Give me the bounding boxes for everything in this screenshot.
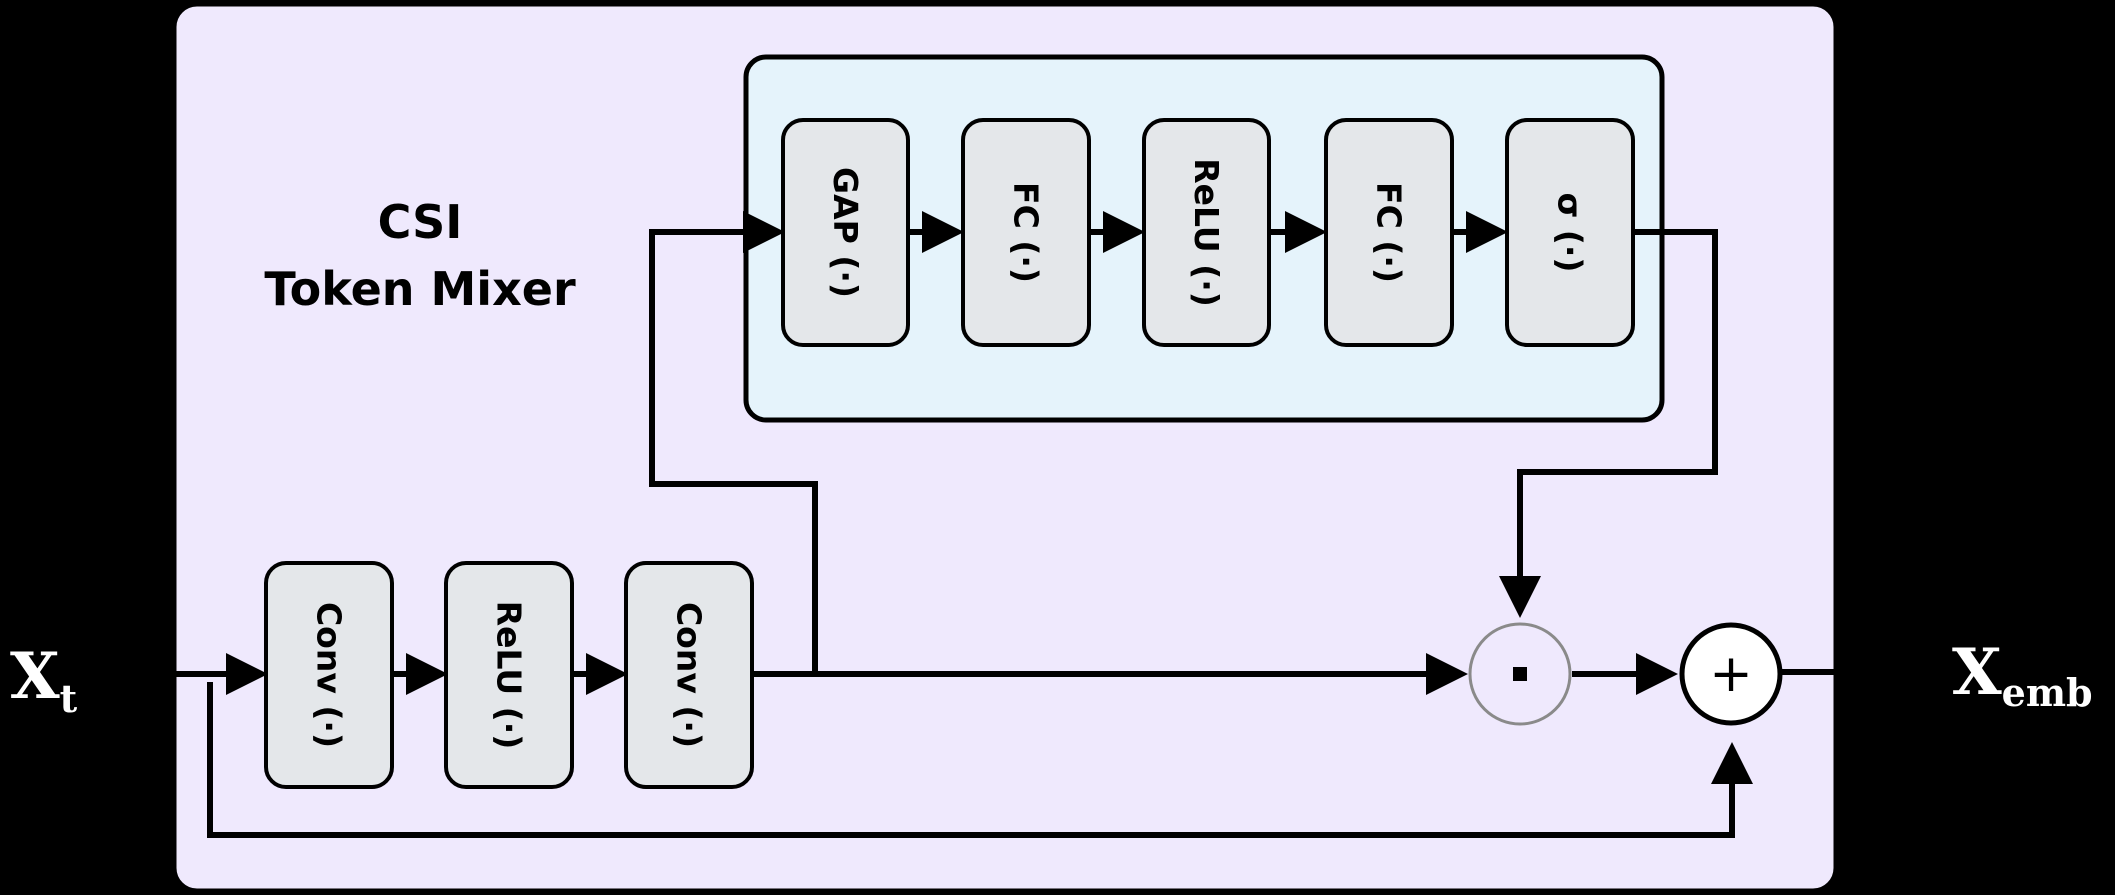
- wire-skip-connection: [207, 682, 1753, 838]
- block-fc1-label: FC (·): [1007, 182, 1046, 283]
- input-label: Xt: [10, 639, 78, 721]
- output-label: Xemb: [1952, 635, 2093, 715]
- wire-branch-to-gap: [649, 211, 818, 674]
- block-relu-bottom-label: ReLU (·): [490, 601, 529, 750]
- block-fc2-label: FC (·): [1370, 182, 1409, 283]
- block-fc1: FC (·): [961, 118, 1091, 347]
- block-gap-label: GAP (·): [826, 167, 865, 298]
- add-symbol: +: [1709, 644, 1753, 704]
- block-gap: GAP (·): [781, 118, 910, 347]
- block-sigma-label: σ (·): [1551, 193, 1590, 273]
- block-conv2: Conv (·): [624, 561, 754, 789]
- multiply-dot: [1513, 667, 1527, 681]
- connectors: [175, 211, 1835, 838]
- block-conv1: Conv (·): [264, 561, 394, 789]
- multiply-operator: [1468, 622, 1572, 726]
- add-operator: +: [1679, 622, 1783, 726]
- block-conv1-label: Conv (·): [310, 602, 349, 748]
- block-fc2: FC (·): [1324, 118, 1454, 347]
- title-line1: CSI: [378, 195, 463, 249]
- block-conv2-label: Conv (·): [670, 602, 709, 748]
- block-relu-top-label: ReLU (·): [1187, 158, 1226, 307]
- block-relu-bottom: ReLU (·): [444, 561, 574, 789]
- title-line2: Token Mixer: [264, 262, 576, 316]
- block-relu-top: ReLU (·): [1142, 118, 1271, 347]
- wire-sigma-multiply: [1499, 229, 1718, 618]
- block-sigma: σ (·): [1505, 118, 1635, 347]
